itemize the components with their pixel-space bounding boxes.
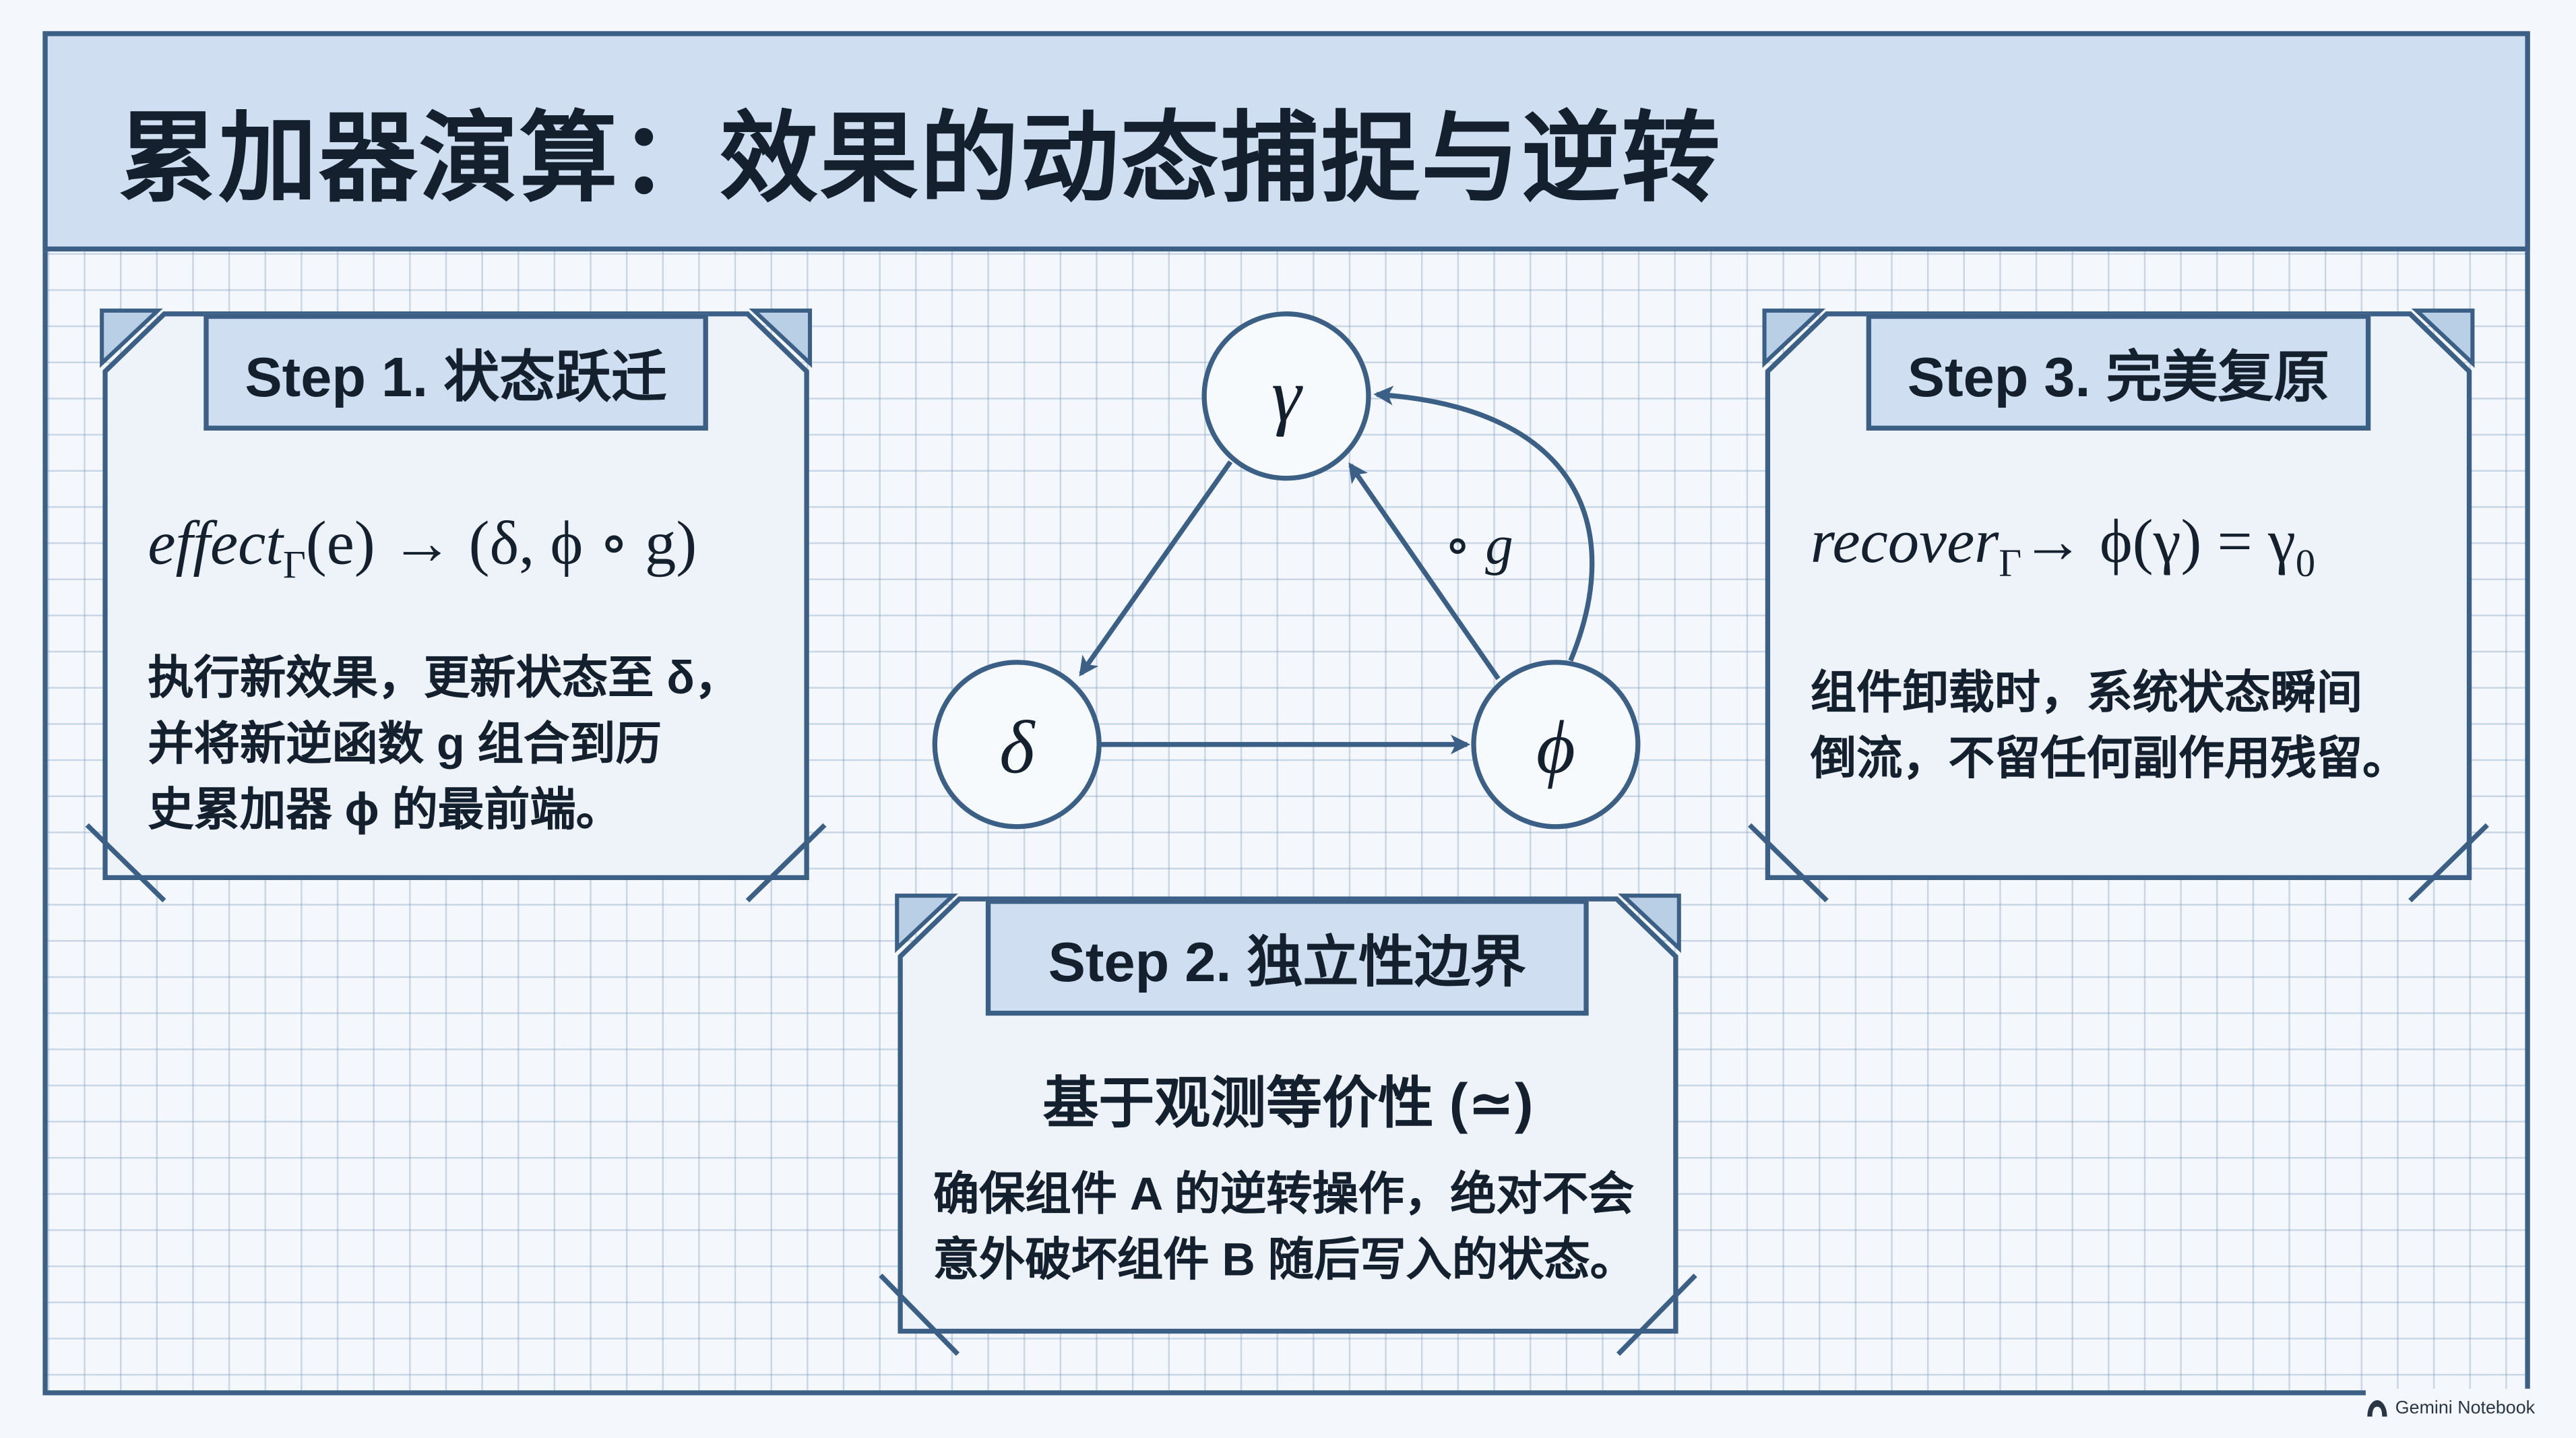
watermark-text: Gemini Notebook bbox=[2395, 1398, 2536, 1418]
node-delta bbox=[932, 660, 1102, 830]
edge-phi-loop-to-gamma bbox=[1373, 385, 1595, 662]
step3-formula: recoverΓ→ ϕ(γ) = γ0 bbox=[1811, 506, 2315, 588]
node-gamma bbox=[1201, 311, 1371, 481]
step3-card-frame bbox=[1748, 308, 2489, 903]
node-delta-label: δ bbox=[999, 706, 1036, 789]
step1-card-frame bbox=[85, 308, 827, 903]
step3-formula-rest: → ϕ(γ) = γ bbox=[2021, 507, 2296, 577]
step2-description-line: 确保组件 A 的逆转操作，绝对不会 bbox=[933, 1168, 1635, 1220]
step3-description: 组件卸载时，系统状态瞬间 倒流，不留任何副作用残留。 bbox=[1811, 660, 2451, 792]
step3-formula-name: recover bbox=[1810, 507, 1999, 577]
step2-heading: Step 2. 独立性边界 bbox=[985, 899, 1589, 1016]
node-phi-label: ϕ bbox=[1536, 706, 1575, 789]
step1-formula: effectΓ(e) → (δ, ϕ ∘ g) bbox=[148, 506, 697, 589]
node-gamma-label: γ bbox=[1271, 354, 1303, 437]
step2-description-line: 意外破坏组件 B 随后写入的状态。 bbox=[933, 1234, 1636, 1286]
edge-gamma-to-delta bbox=[1079, 460, 1233, 677]
step3-formula-rest-subscript: 0 bbox=[2295, 543, 2316, 586]
title-bar bbox=[42, 31, 2530, 252]
edge-phi-to-gamma bbox=[1348, 462, 1501, 681]
step1-formula-name: effect bbox=[148, 509, 284, 579]
step1-formula-subscript: Γ bbox=[283, 544, 306, 588]
step3-description-line: 组件卸载时，系统状态瞬间 bbox=[1810, 667, 2363, 718]
watermark: Gemini Notebook bbox=[2365, 1388, 2570, 1429]
step1-formula-rest: (e) → (δ, ϕ ∘ g) bbox=[305, 509, 697, 579]
gemini-notebook-icon bbox=[2367, 1400, 2387, 1417]
state-diagram: γ δ ϕ ∘ g bbox=[932, 311, 1641, 830]
step1-description: 执行新效果，更新状态至 δ， 并将新逆函数 g 组合到历 史累加器 ϕ 的最前端… bbox=[148, 646, 788, 843]
step1-description-line: 执行新效果，更新状态至 δ， bbox=[148, 652, 741, 704]
step1-heading: Step 1. 状态跃迁 bbox=[203, 313, 708, 431]
step3-heading: Step 3. 完美复原 bbox=[1866, 313, 2371, 431]
step1-description-line: 并将新逆函数 g 组合到历 bbox=[148, 718, 662, 770]
step3-formula-subscript: Γ bbox=[1999, 543, 2022, 586]
step2-subheading: 基于观测等价性 (≃) bbox=[1042, 1073, 1534, 1136]
step3-description-line: 倒流，不留任何副作用残留。 bbox=[1810, 732, 2409, 784]
node-phi bbox=[1471, 660, 1641, 830]
step1-description-line: 史累加器 ϕ 的最前端。 bbox=[148, 784, 622, 835]
step2-description: 确保组件 A 的逆转操作，绝对不会 意外破坏组件 B 随后写入的状态。 bbox=[933, 1162, 1672, 1293]
edge-label-compose-g: ∘ g bbox=[1444, 514, 1513, 576]
page-title: 累加器演算：效果的动态捕捉与逆转 bbox=[118, 103, 1722, 214]
